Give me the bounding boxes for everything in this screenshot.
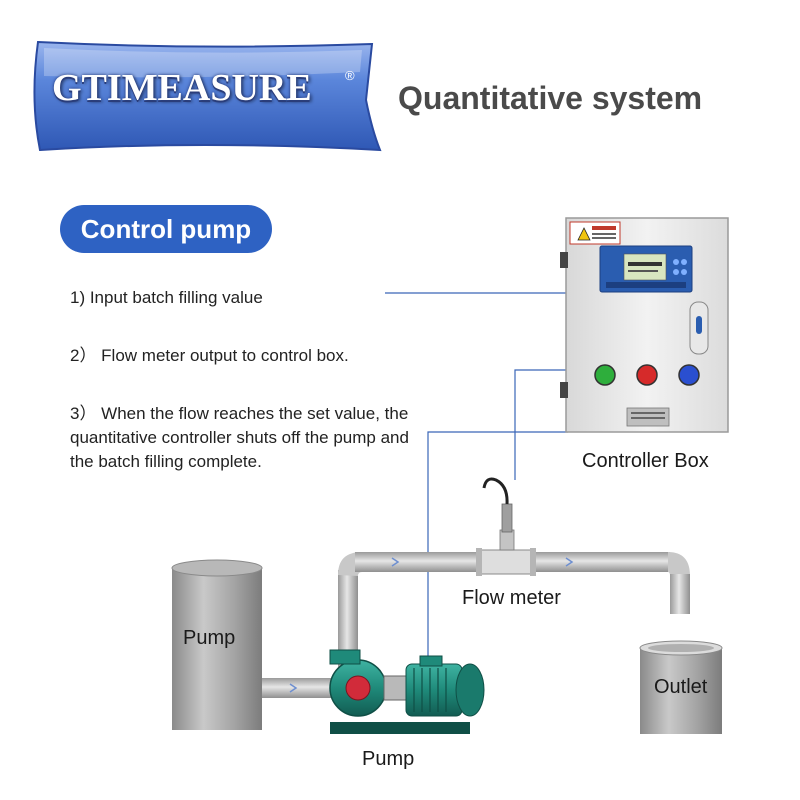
section-pill: Control pump — [60, 205, 272, 253]
connector-lines — [385, 292, 568, 665]
centrifugal-pump — [329, 649, 485, 734]
green-start-button-icon — [594, 364, 616, 386]
blue-reset-button-icon — [678, 364, 700, 386]
pump-label: Pump — [362, 748, 415, 770]
registered-mark: ® — [345, 68, 355, 83]
warning-icon — [577, 227, 591, 241]
step-2: 2） Flow meter output to control box. — [70, 346, 349, 365]
flow-arrow-icon — [289, 557, 574, 693]
pump-tank — [171, 559, 263, 730]
step-1: 1) Input batch filling value — [70, 288, 263, 307]
flow-meter-label: Flow meter — [462, 587, 561, 609]
controller-box-label: Controller Box — [582, 450, 709, 472]
red-stop-button-icon — [636, 364, 658, 386]
step-3: 3） When the flow reaches the set value, … — [70, 404, 409, 471]
brand-logo: GTIMEASURE — [52, 67, 312, 109]
page-title: Quantitative system — [398, 80, 703, 116]
pump-tank-label: Pump — [183, 627, 236, 649]
outlet-tank — [639, 640, 723, 734]
logo-banner — [33, 40, 382, 152]
outlet-label: Outlet — [654, 676, 708, 698]
flow-meter — [476, 477, 536, 576]
controller-box — [560, 217, 729, 433]
